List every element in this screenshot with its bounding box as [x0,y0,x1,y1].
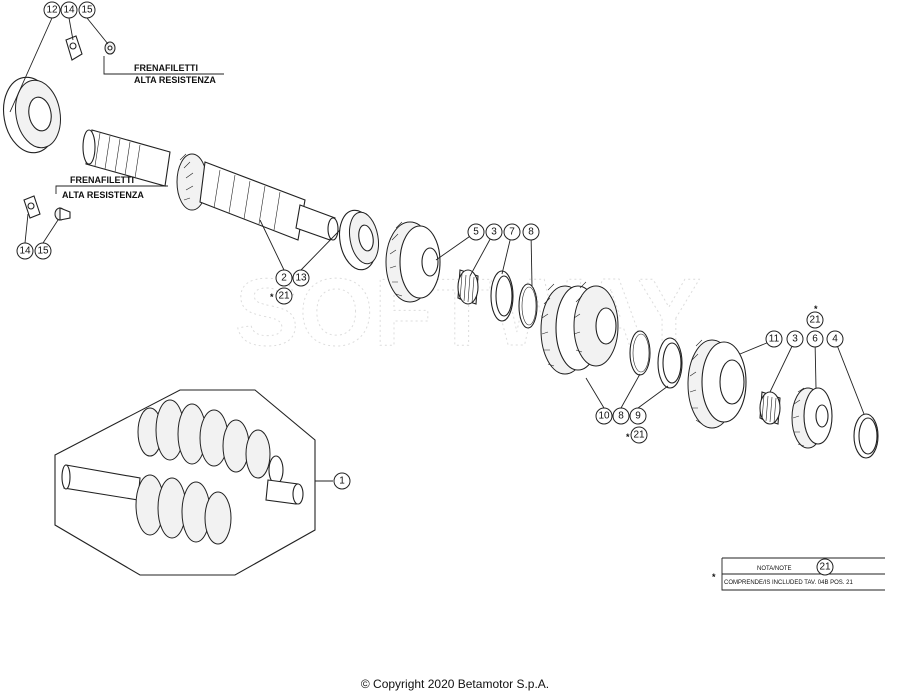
needle-bearing-3-upper [457,269,479,305]
circlip-8-lower [629,330,651,376]
svg-text:21: 21 [819,562,831,573]
svg-text:13: 13 [295,273,307,284]
callout-8-upper: 8 [522,223,540,241]
callout-5: 5 [467,223,485,241]
svg-text:4: 4 [832,334,838,345]
circlip-8-upper [518,283,538,329]
callout-21-c: 21 [806,311,824,329]
bearing-12 [3,76,61,154]
asterisk-21a: * [270,292,274,302]
callout-13: 13 [292,269,310,287]
svg-text:6: 6 [812,334,818,345]
svg-text:1: 1 [339,476,345,487]
gear-11 [687,339,747,429]
callout-8-lower: 8 [612,407,630,425]
svg-text:3: 3 [491,227,497,238]
copyright-text: © Copyright 2020 Betamotor S.p.A. [360,677,550,691]
main-shaft-2 [82,129,339,241]
svg-text:21: 21 [278,291,290,302]
svg-text:8: 8 [528,227,534,238]
threadlocker-left-line2: ALTA RESISTENZA [62,190,144,200]
washer-7 [490,270,514,322]
threadlocker-top-line2: ALTA RESISTENZA [134,75,216,85]
callout-11: 11 [765,330,783,348]
callout-15-left: 15 [34,242,52,260]
callout-3-lower: 3 [786,330,804,348]
callout-14-left: 14 [16,242,34,260]
callout-15-top: 15 [78,1,96,19]
callout-21-b: 21 [630,426,648,444]
svg-text:14: 14 [19,246,31,257]
lock-plate-14-top [65,35,83,61]
svg-text:2: 2 [281,273,287,284]
screw-15-left [54,207,71,221]
svg-text:7: 7 [509,227,515,238]
svg-text:11: 11 [769,334,780,345]
svg-text:10: 10 [598,411,610,422]
callout-4: 4 [826,330,844,348]
note-ref-callout: 21 [816,558,834,576]
callout-2: 2 [275,269,293,287]
callout-9: 9 [629,407,647,425]
threadlocker-top-line1: FRENAFILETTI [134,63,198,73]
svg-text:21: 21 [633,430,645,441]
svg-text:5: 5 [473,227,479,238]
svg-text:8: 8 [618,411,624,422]
screw-15-top [104,41,116,55]
svg-text:21: 21 [809,315,821,326]
svg-text:9: 9 [635,411,641,422]
callout-1: 1 [333,472,351,490]
asterisk-21b: * [626,432,630,442]
callout-6: 6 [806,330,824,348]
threadlocker-left-line1: FRENAFILETTI [70,175,134,185]
gear-10 [540,281,619,375]
callout-14-top: 14 [60,1,78,19]
svg-text:3: 3 [792,334,798,345]
needle-bearing-3-lower [759,391,781,425]
svg-text:12: 12 [46,5,58,16]
leader-lines [9,17,865,482]
svg-text:14: 14 [63,5,75,16]
note-title: NOTA/NOTE [757,566,792,572]
asterisk-21c: * [814,304,818,314]
callout-12: 12 [43,1,61,19]
lock-plate-14-left [23,195,41,219]
gear-6 [791,387,833,449]
note-box: NOTA/NOTE 21 COMPRENDE/IS INCLUDED TAV. … [712,557,885,591]
gear-5-upper [385,221,441,303]
washer-9 [657,337,683,389]
svg-text:15: 15 [37,246,49,257]
assembly-inset [54,389,316,576]
svg-text:15: 15 [81,5,93,16]
callout-10: 10 [595,407,613,425]
washer-4 [853,413,879,459]
callout-21-a: 21 [275,287,293,305]
callout-3-upper: 3 [485,223,503,241]
bearing-13 [338,209,380,271]
note-marker: * [712,572,716,582]
note-line: COMPRENDE/IS INCLUDED TAV. 04B POS. 21 [724,580,853,586]
callout-7: 7 [503,223,521,241]
